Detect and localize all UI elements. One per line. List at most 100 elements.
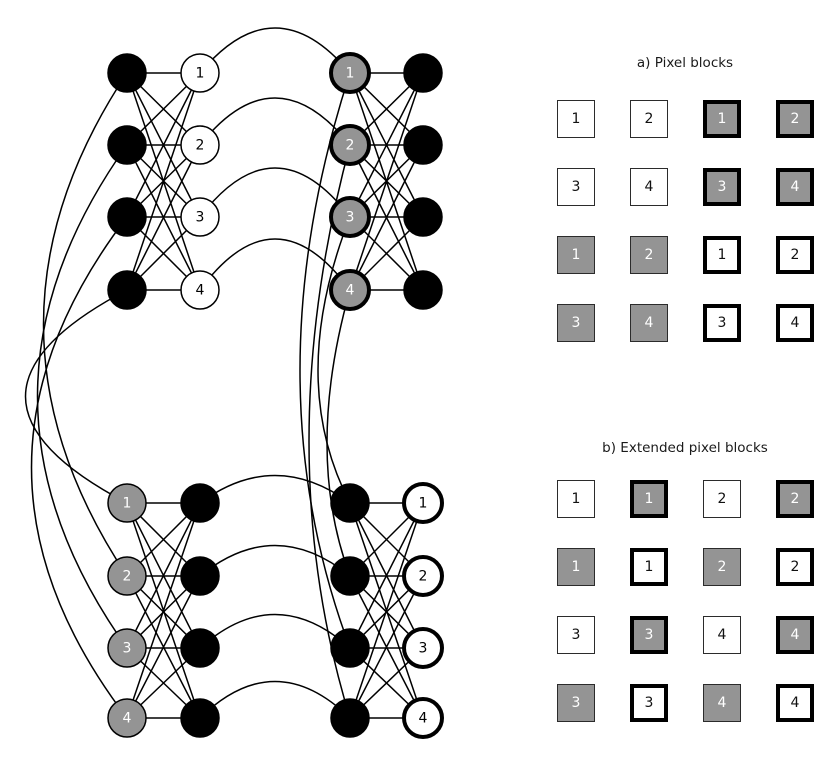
graph-edge — [126, 72, 201, 218]
pixel-block: 3 — [630, 684, 668, 722]
graph-node-bottom-left-L-4 — [107, 698, 147, 738]
pixel-block: 3 — [630, 616, 668, 654]
graph-node-top-left-L-1 — [107, 53, 147, 93]
graph-edge-curved — [308, 144, 351, 719]
pixel-block: 2 — [776, 480, 814, 518]
graph-edge-curved — [317, 216, 351, 504]
pixel-block: 4 — [776, 304, 814, 342]
pixel-block: 4 — [776, 684, 814, 722]
graph-edge — [349, 144, 424, 291]
pixel-block: 4 — [776, 168, 814, 206]
graph-edge-curved — [199, 97, 351, 146]
graph-edge-curved — [299, 72, 351, 649]
graph-edge — [349, 502, 424, 719]
pixel-block: 4 — [703, 616, 741, 654]
graph-node-bottom-right-R-2 — [402, 555, 444, 597]
pixel-block: 1 — [557, 236, 595, 274]
pixel-block: 1 — [703, 236, 741, 274]
graph-node-label: 2 — [419, 569, 428, 585]
pixel-block: 3 — [557, 304, 595, 342]
graph-node-label: 2 — [123, 569, 132, 585]
pixel-block: 1 — [557, 480, 595, 518]
graph-edge-curved — [199, 474, 351, 504]
graph-node-bottom-left-R-1 — [180, 483, 220, 523]
graph-node-label: 3 — [346, 210, 355, 226]
graph-node-bottom-right-R-1 — [402, 482, 444, 524]
graph-node-bottom-right-R-3 — [402, 627, 444, 669]
graph-node-top-left-L-4 — [107, 270, 147, 310]
graph-node-top-left-R-3 — [180, 197, 220, 237]
graph-node-top-right-R-1 — [403, 53, 443, 93]
graph-node-top-right-R-4 — [403, 270, 443, 310]
graph-node-bottom-right-L-4 — [330, 698, 370, 738]
pixel-block: 1 — [703, 100, 741, 138]
graph-node-label: 1 — [419, 496, 428, 512]
graph-node-bottom-left-L-2 — [107, 556, 147, 596]
graph-node-top-left-R-2 — [180, 125, 220, 165]
graph-node-top-left-L-2 — [107, 125, 147, 165]
panel-a-title: a) Pixel blocks — [636, 55, 734, 71]
graph-edge-curved — [199, 27, 351, 74]
graph-edge — [126, 502, 201, 649]
pixel-block: 3 — [557, 168, 595, 206]
graph-node-label: 1 — [196, 66, 205, 82]
graph-node-top-right-R-3 — [403, 197, 443, 237]
graph-node-top-right-L-3 — [329, 196, 371, 238]
graph-node-bottom-left-R-3 — [180, 628, 220, 668]
graph-edge — [126, 575, 201, 719]
graph-edge-curved — [199, 167, 351, 218]
pixel-block: 1 — [557, 100, 595, 138]
pixel-block: 3 — [703, 304, 741, 342]
graph-edge — [126, 144, 201, 291]
pixel-block: 4 — [630, 304, 668, 342]
pixel-block: 3 — [703, 168, 741, 206]
graph-node-label: 2 — [196, 138, 205, 154]
graph-node-bottom-right-R-4 — [402, 697, 444, 739]
graph-node-top-left-R-1 — [180, 53, 220, 93]
pixel-block: 2 — [776, 236, 814, 274]
graph-node-label: 3 — [196, 210, 205, 226]
graph-edge-curved — [42, 72, 128, 577]
graph-edge-curved — [199, 544, 351, 577]
graph-node-top-right-R-2 — [403, 125, 443, 165]
graph-node-bottom-left-L-3 — [107, 628, 147, 668]
graph-node-top-left-L-3 — [107, 197, 147, 237]
graph-edge — [349, 575, 424, 719]
panel-b-title: b) Extended pixel blocks — [602, 440, 768, 456]
graph-edge — [349, 502, 424, 649]
graph-edge — [349, 72, 424, 218]
graph-node-label: 1 — [346, 66, 355, 82]
graph-edge-curved — [199, 613, 351, 649]
pixel-block: 4 — [776, 616, 814, 654]
graph-edge-curved — [24, 289, 128, 504]
pixel-block: 3 — [557, 684, 595, 722]
pixel-block: 1 — [630, 480, 668, 518]
pixel-block: 1 — [630, 548, 668, 586]
pixel-block: 2 — [703, 548, 741, 586]
graph-edge-curved — [30, 216, 128, 719]
graph-edge-curved — [326, 289, 351, 577]
pixel-block: 1 — [557, 548, 595, 586]
graph-node-label: 3 — [123, 641, 132, 657]
graph-node-label: 4 — [419, 711, 428, 727]
graph-node-label: 4 — [196, 283, 205, 299]
graph-edge — [126, 502, 201, 719]
pixel-block: 4 — [630, 168, 668, 206]
graph-node-label: 3 — [419, 641, 428, 657]
pixel-block: 2 — [776, 548, 814, 586]
graph-node-bottom-right-L-3 — [330, 628, 370, 668]
graph-node-top-right-L-2 — [329, 124, 371, 166]
pixel-block: 2 — [630, 100, 668, 138]
graph-node-label: 4 — [346, 283, 355, 299]
pixel-block: 2 — [703, 480, 741, 518]
pixel-block: 3 — [557, 616, 595, 654]
graph-edge-curved — [199, 680, 351, 719]
graph-node-label: 1 — [123, 496, 132, 512]
graph-edge — [126, 72, 201, 291]
graph-node-bottom-right-L-2 — [330, 556, 370, 596]
